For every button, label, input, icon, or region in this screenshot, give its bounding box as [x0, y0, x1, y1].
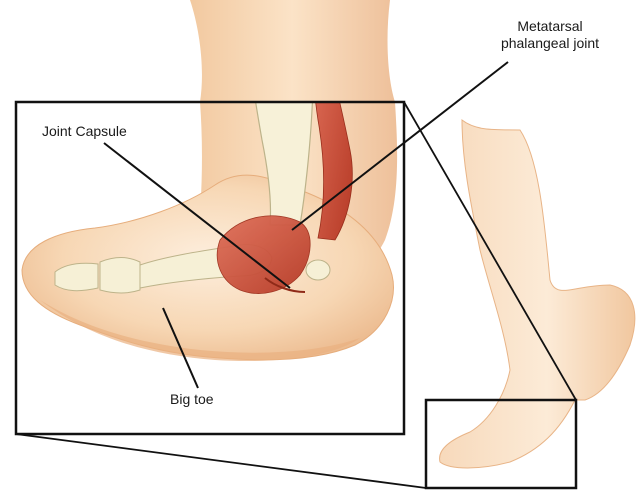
- projection-line-bottom: [16, 434, 426, 488]
- big-toe-label: Big toe: [170, 391, 214, 408]
- phalanx-proximal: [100, 258, 140, 294]
- right-foot-illustration: [426, 120, 635, 488]
- joint-capsule-label: Joint Capsule: [42, 123, 127, 140]
- right-leg: [440, 120, 635, 468]
- sesamoid-bone: [306, 260, 330, 280]
- mtp-joint-label: Metatarsal phalangeal joint: [500, 18, 600, 52]
- leg-upper: [190, 0, 395, 102]
